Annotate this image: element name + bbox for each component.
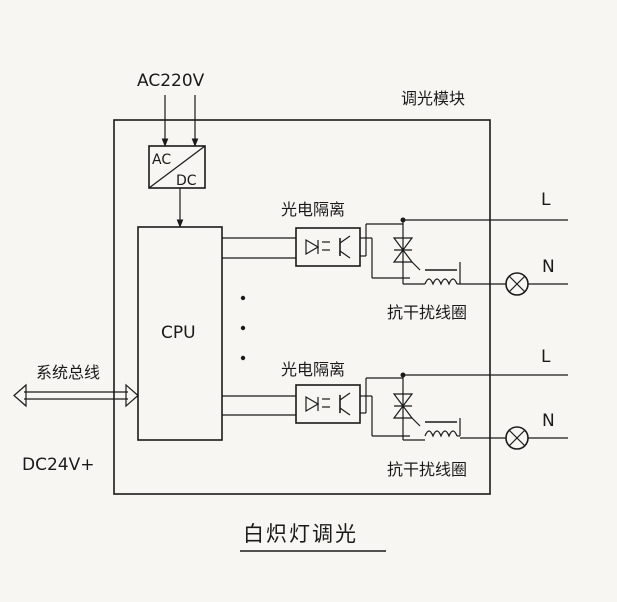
channel-1: 光电隔离 L <box>222 190 568 322</box>
bus-label: 系统总线 <box>36 363 100 382</box>
triac <box>392 375 425 441</box>
ellipsis-dot <box>240 325 246 331</box>
isolation-label: 光电隔离 <box>281 360 345 379</box>
cpu-block <box>137 226 223 441</box>
neutral-label: N <box>542 411 555 431</box>
lamp-icon <box>505 426 529 450</box>
ellipsis-dot <box>240 295 246 301</box>
isolation-label: 光电隔离 <box>281 200 345 219</box>
diagram-title: 白炽灯调光 <box>243 522 358 546</box>
choke-coil <box>424 418 461 438</box>
triac <box>392 220 425 285</box>
line-label: L <box>541 190 551 210</box>
converter-ac-label: AC <box>152 152 171 168</box>
cpu-label: CPU <box>161 323 196 343</box>
optocoupler <box>295 384 361 424</box>
module-label: 调光模块 <box>401 89 465 108</box>
system-bus-arrow <box>13 383 139 408</box>
ellipsis-dot <box>240 355 246 361</box>
ac-dc-converter: AC DC <box>148 145 206 189</box>
coil-label: 抗干扰线圈 <box>387 460 467 479</box>
lamp-icon <box>505 272 529 296</box>
ac-input-label: AC220V <box>137 71 205 91</box>
optocoupler <box>295 227 361 267</box>
coil-label: 抗干扰线圈 <box>387 303 467 322</box>
choke-coil <box>424 262 461 286</box>
line-label: L <box>541 347 551 367</box>
neutral-label: N <box>542 257 555 277</box>
channel-2: 光电隔离 L <box>222 347 568 479</box>
converter-dc-label: DC <box>176 173 197 189</box>
module-box <box>113 119 491 495</box>
dc-label: DC24V+ <box>22 455 94 475</box>
